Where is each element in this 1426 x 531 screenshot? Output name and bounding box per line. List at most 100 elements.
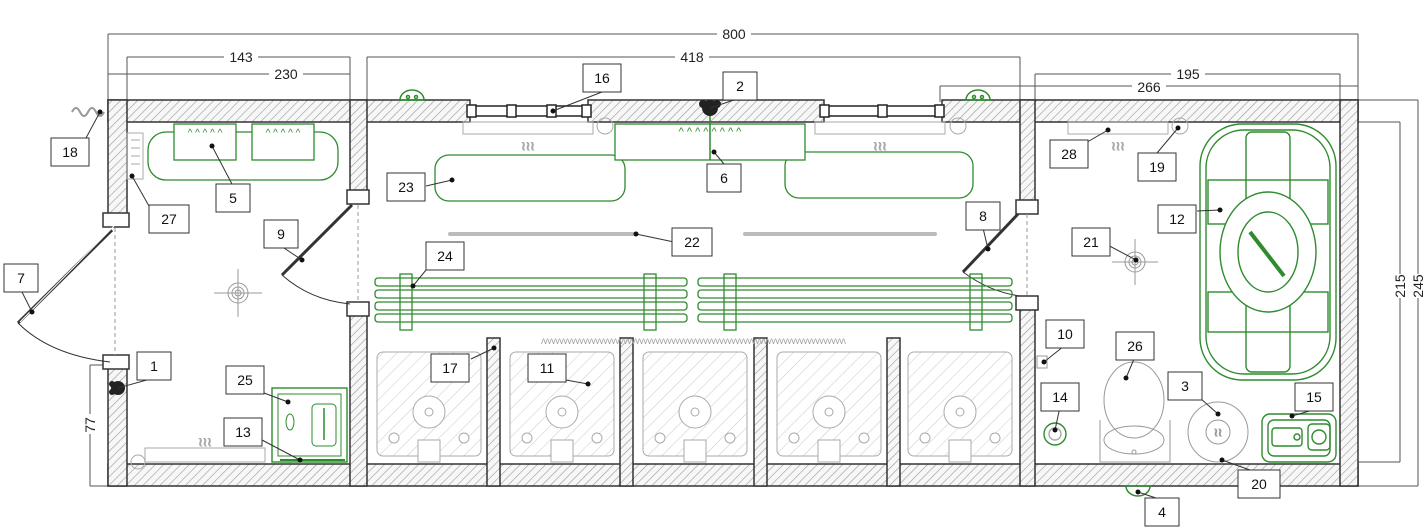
callout-8-label: 8	[979, 208, 987, 224]
drain-outlet-bottom	[1125, 485, 1151, 497]
entrance-door	[16, 225, 116, 363]
dim-left-room-inner: 143	[229, 49, 253, 65]
callout-25-label: 25	[237, 372, 253, 388]
svg-text:≀≀≀: ≀≀≀	[1111, 139, 1125, 153]
callout-24: 24	[425, 241, 465, 271]
toilet	[1099, 361, 1171, 463]
partition-left-lower	[349, 304, 368, 487]
callout-4-label: 4	[1158, 504, 1166, 520]
callout-4: 4	[1144, 497, 1180, 527]
pump-unit	[1261, 413, 1337, 463]
callout-16: 16	[582, 63, 622, 93]
svg-text:≀≀≀: ≀≀≀	[873, 139, 887, 153]
dim-middle-span: 418	[680, 49, 704, 65]
dim-left-room-outer: 230	[274, 66, 298, 82]
dim-right-room-inner: 195	[1176, 66, 1200, 82]
wall-cabinet	[126, 132, 144, 180]
interior-door-right	[961, 212, 1028, 297]
callout-7: 7	[3, 263, 39, 293]
callout-13: 13	[223, 417, 263, 447]
left-room: ^ ^ ^ ^ ^ ^ ^ ^ ^ ^ ≀≀≀	[126, 123, 348, 470]
callout-12-label: 12	[1169, 211, 1185, 227]
callout-11: 11	[527, 353, 567, 383]
dim-total-length: 800	[722, 26, 746, 42]
dim-door-offset: 77	[82, 417, 98, 433]
callout-15-label: 15	[1306, 389, 1322, 405]
wall-left-lower	[107, 357, 128, 487]
middle-room: ≀≀≀ ≀≀≀ ^ ^ ^ ^ ^ ^ ^ ^	[374, 110, 1013, 463]
wall-right	[1339, 99, 1359, 487]
stall-divider-1	[486, 337, 501, 487]
callout-18-label: 18	[62, 144, 78, 160]
washbasin-left	[271, 387, 348, 463]
callout-15: 15	[1294, 382, 1334, 412]
callout-26: 26	[1115, 331, 1155, 361]
callout-20: 20	[1237, 469, 1281, 499]
shower-cabin-5	[907, 351, 1013, 463]
callout-16-label: 16	[594, 70, 610, 86]
callout-14-label: 14	[1052, 389, 1068, 405]
callout-17-label: 17	[442, 360, 458, 376]
callout-21: 21	[1071, 227, 1111, 257]
window-right	[819, 104, 945, 118]
callout-20-label: 20	[1251, 476, 1267, 492]
callout-5-label: 5	[229, 190, 237, 206]
callout-5: 5	[215, 183, 251, 213]
callout-3: 3	[1167, 371, 1203, 401]
callout-27-label: 27	[161, 211, 177, 227]
callout-26-label: 26	[1127, 338, 1143, 354]
partition-left-upper	[349, 99, 368, 201]
callout-2: 2	[722, 71, 758, 101]
wall-top-left	[107, 99, 471, 123]
dim-height-outer: 245	[1410, 274, 1426, 298]
dim-height-inner: 215	[1392, 274, 1408, 298]
callout-dots	[29, 108, 1295, 495]
callout-21-label: 21	[1083, 234, 1099, 250]
walls	[107, 99, 1359, 487]
callout-23-label: 23	[398, 179, 414, 195]
dimension-labels: 800 143 230 418 195 266 215 245 77	[82, 26, 1426, 434]
callout-22-label: 22	[684, 234, 700, 250]
callout-25: 25	[225, 365, 265, 395]
callout-1: 1	[136, 351, 172, 381]
callout-9-label: 9	[277, 226, 285, 242]
dim-right-room-outer: 266	[1137, 79, 1161, 95]
exterior-lamp-left	[399, 89, 425, 101]
rack-right	[697, 273, 1013, 331]
callout-28: 28	[1049, 139, 1089, 169]
round-tub	[1199, 123, 1337, 381]
callout-9: 9	[263, 219, 299, 249]
wall-bottom	[107, 463, 1359, 487]
central-unit: ^ ^ ^ ^ ^ ^ ^ ^	[614, 110, 806, 161]
floor-drain	[1043, 422, 1067, 446]
callout-2-label: 2	[736, 78, 744, 94]
stall-divider-3	[753, 337, 768, 487]
svg-text:≀≀: ≀≀	[1214, 427, 1222, 439]
callout-6-label: 6	[720, 170, 728, 186]
callout-17: 17	[430, 353, 470, 383]
stall-divider-2	[619, 337, 634, 487]
interior-door-left	[280, 203, 359, 305]
shower-cabin-3	[642, 351, 748, 463]
svg-text:^ ^ ^ ^ ^: ^ ^ ^ ^ ^	[188, 128, 223, 139]
wall-top-right	[941, 99, 1359, 123]
callout-18: 18	[50, 137, 90, 167]
bench-top-right	[784, 151, 974, 199]
callout-19: 19	[1137, 152, 1177, 182]
heater-strip: ᴧᴧᴧᴧᴧᴧᴧᴧᴧᴧᴧᴧᴧᴧᴧᴧᴧᴧᴧᴧᴧᴧᴧᴧᴧᴧᴧᴧᴧᴧᴧᴧᴧᴧᴧᴧᴧᴧᴧᴧ…	[541, 336, 846, 347]
callout-22: 22	[671, 227, 713, 257]
callout-7-label: 7	[17, 270, 25, 286]
stall-divider-4	[886, 337, 901, 487]
callout-1-label: 1	[150, 358, 158, 374]
svg-text:^ ^ ^ ^ ^: ^ ^ ^ ^ ^	[266, 128, 301, 139]
window-left	[466, 104, 592, 118]
callout-10-label: 10	[1057, 326, 1073, 342]
callout-13-label: 13	[235, 424, 251, 440]
svg-text:≀≀≀: ≀≀≀	[521, 139, 535, 153]
callout-28-label: 28	[1061, 146, 1077, 162]
ceiling-light-left	[214, 269, 262, 317]
callout-27: 27	[148, 204, 190, 234]
water-heater: ≀≀	[1187, 401, 1249, 463]
callout-19-label: 19	[1149, 159, 1165, 175]
